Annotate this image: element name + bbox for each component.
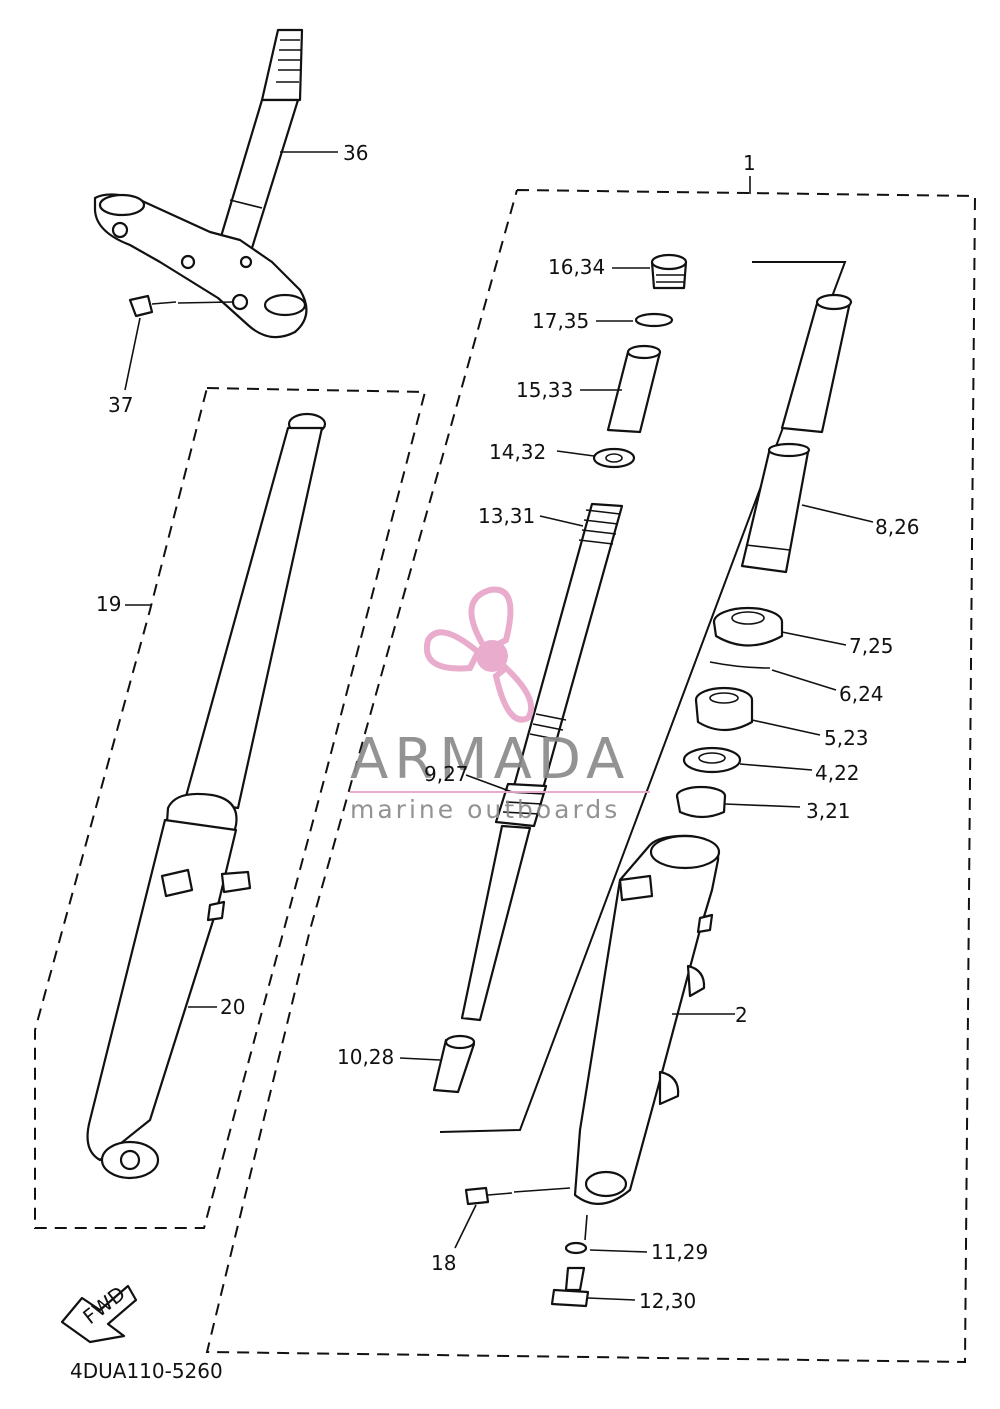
label-13-31: 13,31 bbox=[478, 504, 535, 528]
label-7-25: 7,25 bbox=[849, 634, 894, 658]
left-fork-assembly bbox=[34, 387, 427, 1229]
label-2: 2 bbox=[735, 1003, 748, 1027]
diagram-code: 4DUA110-5260 bbox=[70, 1359, 223, 1383]
label-17-35: 17,35 bbox=[532, 309, 589, 333]
label-12-30: 12,30 bbox=[639, 1289, 696, 1313]
label-3-21: 3,21 bbox=[806, 799, 851, 823]
label-9-27: 9,27 bbox=[424, 762, 469, 786]
label-4-22: 4,22 bbox=[815, 761, 860, 785]
label-36: 36 bbox=[343, 141, 368, 165]
right-fork-assembly-boundary bbox=[205, 176, 977, 1364]
label-1: 1 bbox=[743, 151, 756, 175]
label-14-32: 14,32 bbox=[489, 440, 546, 464]
inner-tube-and-seals bbox=[675, 293, 874, 819]
watermark-brand: ARMADA bbox=[350, 727, 630, 792]
part-labels: 36 1 16,34 17,35 15,33 37 14,32 13,31 8,… bbox=[70, 141, 920, 1383]
label-19: 19 bbox=[96, 592, 121, 616]
label-10-28: 10,28 bbox=[337, 1045, 394, 1069]
label-6-24: 6,24 bbox=[839, 682, 884, 706]
outer-tube-assembly bbox=[454, 834, 735, 1308]
steering-stem-assembly bbox=[93, 28, 338, 391]
watermark-tagline: marine outboards bbox=[350, 795, 620, 824]
forward-direction-arrow: FWD bbox=[60, 1281, 138, 1344]
label-18: 18 bbox=[431, 1251, 456, 1275]
damper-parts bbox=[399, 253, 688, 1094]
armada-watermark: ARMADA marine outboards bbox=[350, 586, 650, 824]
label-5-23: 5,23 bbox=[824, 726, 869, 750]
label-16-34: 16,34 bbox=[548, 255, 605, 279]
label-37: 37 bbox=[108, 393, 133, 417]
label-20: 20 bbox=[220, 995, 245, 1019]
label-8-26: 8,26 bbox=[875, 515, 920, 539]
label-11-29: 11,29 bbox=[651, 1240, 708, 1264]
label-15-33: 15,33 bbox=[516, 378, 573, 402]
propeller-logo-icon bbox=[423, 586, 535, 723]
